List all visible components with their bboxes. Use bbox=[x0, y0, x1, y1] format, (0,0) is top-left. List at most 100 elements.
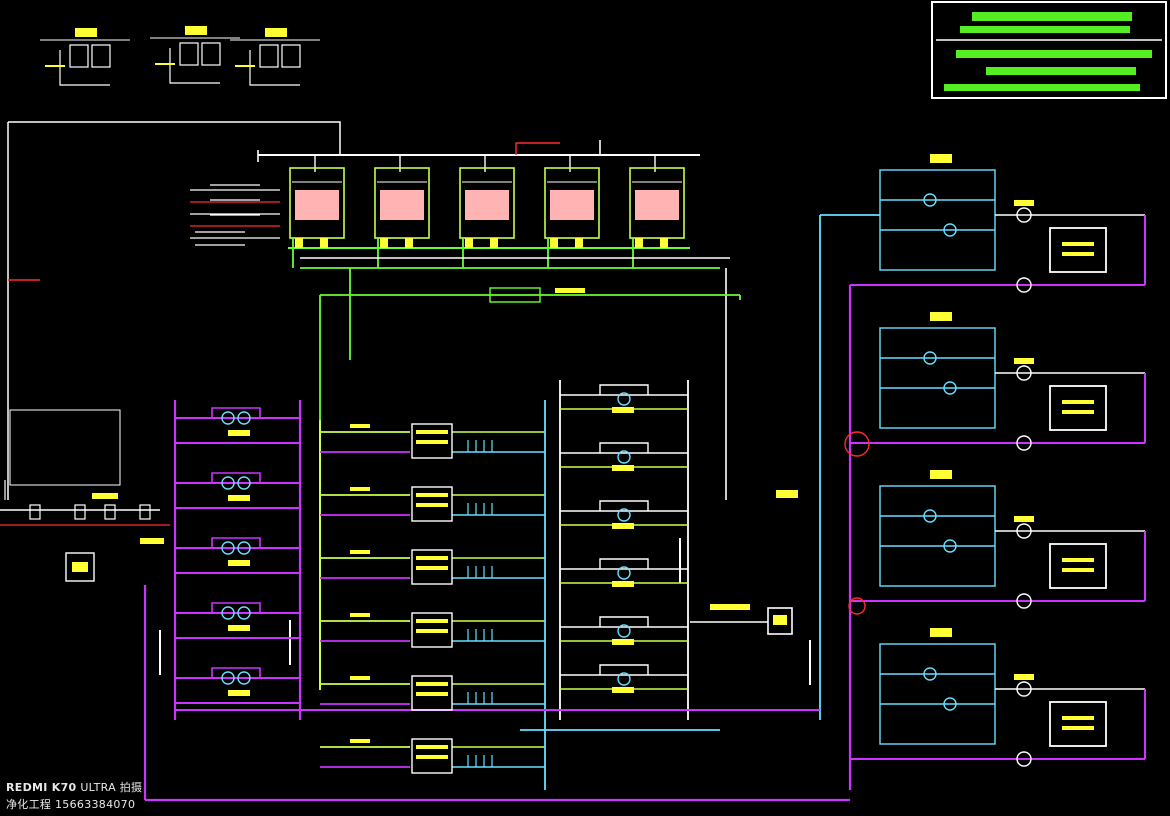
legend-bar bbox=[944, 84, 1140, 91]
pink-heat-exchanger-icon bbox=[295, 190, 339, 220]
label-block bbox=[930, 470, 952, 479]
mini-tank-icon bbox=[91, 44, 111, 68]
pump-icon bbox=[221, 671, 235, 685]
label-block bbox=[1014, 516, 1034, 522]
label-block bbox=[575, 238, 583, 248]
label-block bbox=[1062, 410, 1094, 414]
legend-bar bbox=[986, 67, 1136, 75]
pump-icon bbox=[237, 606, 251, 620]
aux-valve-icon bbox=[104, 504, 116, 520]
mini-pipe bbox=[59, 50, 110, 86]
meter-icon bbox=[1016, 277, 1032, 293]
boxed-equipment-icon bbox=[65, 552, 95, 582]
aux-skid bbox=[9, 409, 121, 486]
equipment-box-icon bbox=[411, 738, 453, 774]
pump-icon bbox=[221, 606, 235, 620]
red-markup-circle-icon bbox=[844, 431, 870, 457]
mini-pipe bbox=[249, 50, 300, 86]
mini-tank-icon bbox=[259, 44, 279, 68]
pump-loop bbox=[211, 407, 261, 418]
green-lines-layer bbox=[288, 238, 741, 748]
pump-icon bbox=[943, 381, 957, 395]
pump-icon bbox=[221, 541, 235, 555]
watermark-suffix: ULTRA 拍摄 bbox=[80, 781, 143, 794]
watermark-contact: 净化工程 15663384070 bbox=[6, 798, 136, 811]
label-block bbox=[416, 503, 448, 507]
label-block bbox=[1062, 242, 1094, 246]
legend-bar bbox=[956, 50, 1152, 58]
meter-icon bbox=[1016, 681, 1032, 697]
center-pump-loop bbox=[599, 616, 649, 627]
pump-icon bbox=[617, 672, 631, 686]
mini-tank-icon bbox=[281, 44, 301, 68]
top-feed-line bbox=[8, 121, 341, 155]
boxed-device-icon bbox=[767, 607, 793, 635]
center-pump-loop bbox=[599, 558, 649, 569]
meter-icon bbox=[1016, 365, 1032, 381]
right-equipment-box-icon bbox=[1049, 701, 1107, 747]
label-block bbox=[635, 238, 643, 248]
label-text-line bbox=[155, 63, 175, 65]
right-unit-frame bbox=[879, 485, 996, 587]
label-block bbox=[1062, 716, 1094, 720]
mini-tank-icon bbox=[201, 42, 221, 66]
equipment-box-icon bbox=[411, 549, 453, 585]
label-block bbox=[416, 745, 448, 749]
pump-icon bbox=[923, 351, 937, 365]
pump-icon bbox=[237, 671, 251, 685]
mini-pipe bbox=[169, 48, 220, 84]
pink-heat-exchanger-icon bbox=[635, 190, 679, 220]
label-block bbox=[612, 581, 634, 587]
center-pump-loop bbox=[599, 442, 649, 453]
pump-loop bbox=[211, 472, 261, 483]
label-block bbox=[350, 424, 370, 428]
label-block bbox=[416, 440, 448, 444]
equipment-box-icon bbox=[411, 675, 453, 711]
label-block bbox=[930, 312, 952, 321]
label-block bbox=[1062, 252, 1094, 256]
label-block bbox=[228, 430, 250, 436]
meter-icon bbox=[1016, 523, 1032, 539]
pink-heat-exchanger-icon bbox=[550, 190, 594, 220]
right-equipment-box-icon bbox=[1049, 385, 1107, 431]
pump-icon bbox=[617, 392, 631, 406]
equipment-frame bbox=[374, 167, 430, 239]
label-block bbox=[350, 676, 370, 680]
pump-icon bbox=[923, 509, 937, 523]
label-block bbox=[776, 490, 798, 498]
label-block bbox=[350, 550, 370, 554]
pump-loop bbox=[211, 537, 261, 548]
right-equipment-box-icon bbox=[1049, 543, 1107, 589]
equipment-frame bbox=[459, 167, 515, 239]
pump-icon bbox=[923, 667, 937, 681]
red-branch bbox=[515, 142, 560, 155]
label-block bbox=[92, 493, 118, 499]
pump-icon bbox=[923, 193, 937, 207]
label-block bbox=[1062, 558, 1094, 562]
label-block bbox=[416, 430, 448, 434]
label-block bbox=[416, 629, 448, 633]
label-block bbox=[1014, 358, 1034, 364]
yellow-label-blocks-layer bbox=[45, 26, 1094, 759]
aux-valve-icon bbox=[29, 504, 41, 520]
right-equipment-box-icon bbox=[1049, 227, 1107, 273]
label-text-line bbox=[45, 65, 65, 67]
label-block bbox=[75, 28, 97, 37]
meter-icon bbox=[1016, 593, 1032, 609]
label-block bbox=[1062, 726, 1094, 730]
label-block bbox=[72, 562, 88, 572]
label-block bbox=[612, 687, 634, 693]
equipment-box-icon bbox=[411, 486, 453, 522]
label-block bbox=[265, 28, 287, 37]
white-lines-layer bbox=[0, 37, 811, 685]
pump-icon bbox=[237, 411, 251, 425]
label-text-line bbox=[235, 65, 255, 67]
label-block bbox=[930, 628, 952, 637]
meter-icon bbox=[1016, 435, 1032, 451]
pump-icon bbox=[943, 539, 957, 553]
label-block bbox=[773, 615, 787, 625]
label-block bbox=[612, 465, 634, 471]
aux-valve-icon bbox=[139, 504, 151, 520]
